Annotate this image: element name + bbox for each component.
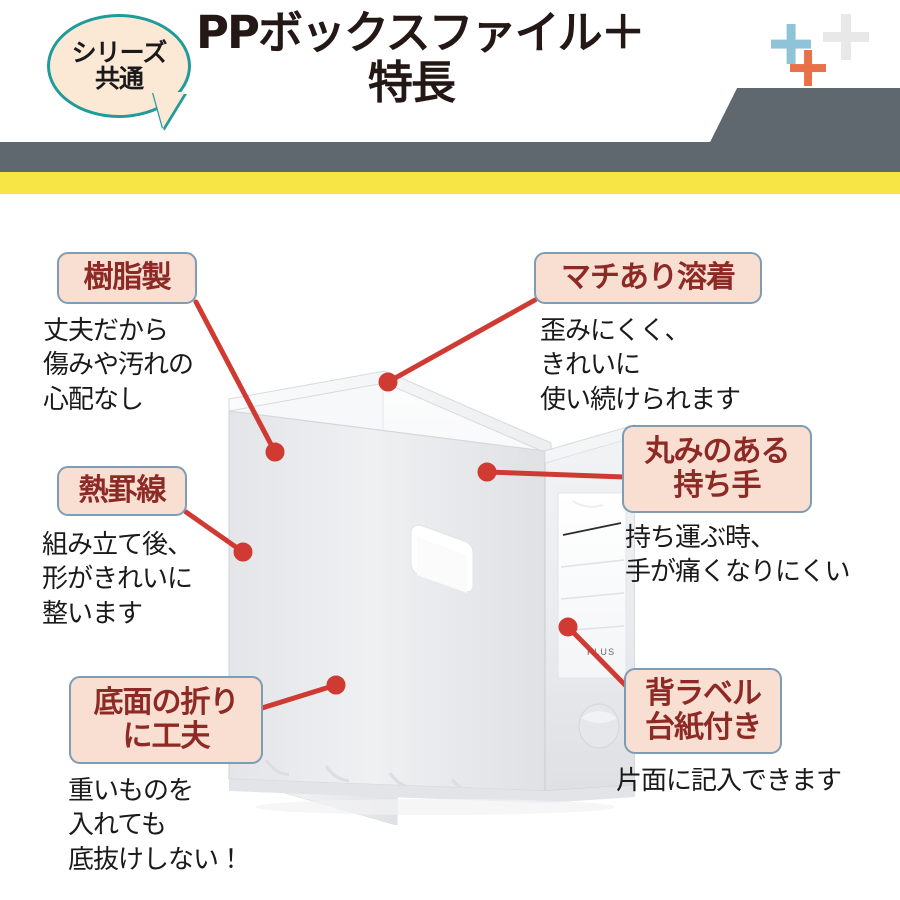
callout-desc-resin: 丈夫だから 傷みや汚れの 心配なし bbox=[43, 316, 194, 415]
callout-desc-rounded-handle: 持ち運ぶ時、 手が痛くなりにくい bbox=[625, 523, 850, 588]
callout-chip-heat-score-line[interactable]: 熱罫線 bbox=[57, 466, 187, 516]
callout-chip-resin[interactable]: 樹脂製 bbox=[57, 252, 197, 304]
brand-text: PLUS bbox=[587, 647, 615, 657]
product-svg: PLUS bbox=[228, 370, 636, 826]
callout-chip-label-rounded-handle: 丸みのある 持ち手 bbox=[644, 434, 791, 503]
callout-desc-bottom-fold: 重いものを 入れても 底抜けしない！ bbox=[68, 776, 244, 875]
page-title-line2: 特長 bbox=[367, 55, 456, 109]
callout-chip-label-bottom-fold: 底面の折り に工夫 bbox=[93, 685, 240, 754]
plus-icon-gray bbox=[823, 14, 869, 60]
callout-chip-spine-label[interactable]: 背ラベル 台紙付き bbox=[624, 668, 782, 754]
header-banner: シリーズ 共通 PPボックスファイル＋ 特長 bbox=[0, 0, 900, 194]
series-badge-line1: シリーズ bbox=[71, 37, 168, 67]
plus-icon-orange bbox=[790, 50, 826, 86]
callout-chip-rounded-handle[interactable]: 丸みのある 持ち手 bbox=[622, 425, 812, 513]
callout-chip-label-resin: 樹脂製 bbox=[83, 260, 172, 296]
page-title: PPボックスファイル＋ 特長 bbox=[196, 10, 716, 106]
callout-desc-spine-label: 片面に記入できます bbox=[616, 766, 842, 796]
header-yellow-bar bbox=[0, 172, 900, 194]
callout-desc-gusset-weld: 歪みにくく、 きれいに 使い続けられます bbox=[540, 316, 741, 415]
page-title-line1: PPボックスファイル＋ bbox=[196, 6, 646, 59]
callout-chip-gusset-weld[interactable]: マチあり溶着 bbox=[534, 252, 762, 304]
badge-tail bbox=[153, 92, 185, 128]
callout-chip-label-spine-label: 背ラベル 台紙付き bbox=[645, 676, 762, 745]
product-illustration: PLUS bbox=[215, 355, 636, 826]
callout-chip-label-gusset-weld: マチあり溶着 bbox=[561, 260, 736, 296]
callout-desc-heat-score-line: 組み立て後、 形がきれいに 整います bbox=[42, 530, 193, 629]
callout-chip-label-heat-score-line: 熱罫線 bbox=[78, 473, 167, 509]
callout-chip-bottom-fold[interactable]: 底面の折り に工夫 bbox=[69, 676, 263, 764]
series-badge-line2: 共通 bbox=[94, 64, 144, 93]
